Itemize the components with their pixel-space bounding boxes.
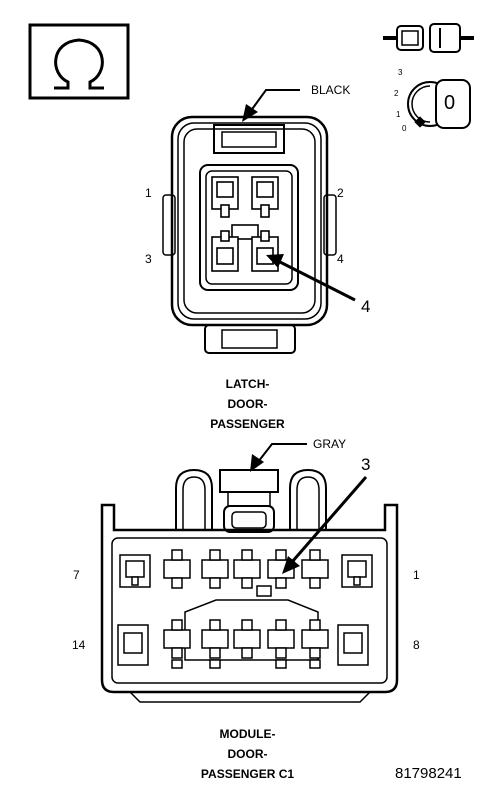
latch-callout-leader (266, 254, 356, 302)
connector-disconnect-icon (383, 23, 474, 53)
latch-callout-number: 4 (361, 297, 371, 316)
module-callout-number: 3 (361, 455, 371, 474)
ignition-position-0: 0 (402, 124, 407, 133)
module-callout-leader (282, 476, 368, 574)
module-connector-color: GRAY (313, 437, 347, 451)
latch-connector-title: LATCH- DOOR- PASSENGER (0, 374, 495, 434)
black-label-leader (242, 89, 300, 122)
module-connector-title: MODULE- DOOR- PASSENGER C1 (0, 724, 495, 784)
latch-pin-1-label: 1 (145, 186, 152, 200)
gray-label-leader (250, 443, 307, 472)
ignition-position-2: 2 (394, 89, 399, 98)
latch-pin-3-label: 3 (145, 252, 152, 266)
latch-title-line-1: LATCH- (225, 377, 270, 391)
ohmmeter-icon (28, 23, 130, 100)
ignition-key-label: 0 (444, 92, 456, 114)
module-pin-cavities (117, 549, 373, 669)
module-title-line-3: PASSENGER C1 (200, 767, 295, 781)
module-connector-housing (100, 468, 399, 703)
module-title-line-1: MODULE- (219, 727, 276, 741)
latch-pin-2-label: 2 (337, 186, 344, 200)
figure-number: 81798241 (395, 765, 462, 782)
ignition-position-1: 1 (396, 110, 401, 119)
latch-pin-cavities (211, 176, 279, 272)
module-title-line-2: DOOR- (227, 747, 268, 761)
latch-connector-housing (162, 115, 337, 354)
ignition-position-3: 3 (398, 68, 403, 77)
module-pin-8-label: 8 (413, 638, 420, 652)
ignition-key-off-icon (407, 79, 471, 129)
module-pin-1-label: 1 (413, 568, 420, 582)
latch-title-line-3: PASSENGER (210, 417, 285, 431)
module-pin-7-label: 7 (73, 568, 80, 582)
module-pin-14-label: 14 (72, 638, 86, 652)
latch-title-line-2: DOOR- (227, 397, 268, 411)
latch-connector-color: BLACK (311, 83, 351, 97)
latch-pin-4-label: 4 (337, 252, 344, 266)
